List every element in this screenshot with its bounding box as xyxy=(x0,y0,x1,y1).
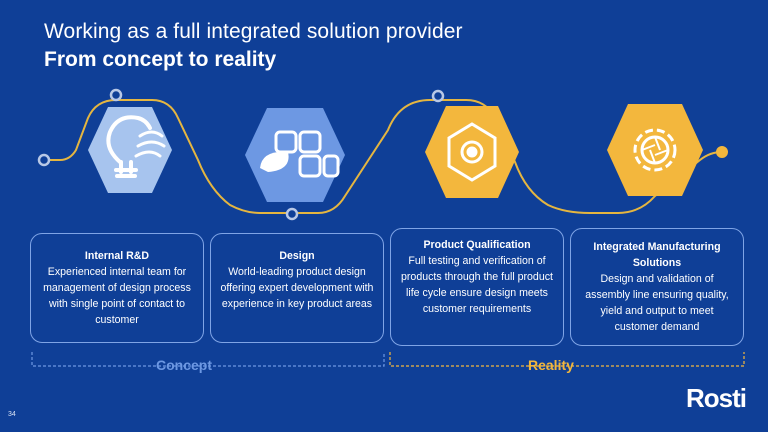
stage-description: World-leading product design offering ex… xyxy=(220,266,374,310)
stage-card-design: Design World-leading product design offe… xyxy=(210,233,384,343)
stage-card-qualification: Product Qualification Full testing and v… xyxy=(390,228,564,346)
reality-bracket xyxy=(389,352,745,367)
stage-heading: Product Qualification xyxy=(423,239,531,251)
concept-bracket xyxy=(31,352,385,367)
stage-heading: Design xyxy=(279,250,315,262)
slide-title: Working as a full integrated solution pr… xyxy=(44,20,463,43)
slide-subtitle: From concept to reality xyxy=(44,48,277,71)
page-number: 34 xyxy=(8,411,16,418)
stage-description: Full testing and verification of product… xyxy=(401,255,553,315)
stage-card-manufacturing: Integrated Manufacturing Solutions Desig… xyxy=(570,228,744,346)
lightbulb-icon xyxy=(106,115,166,178)
stage-hex-qualification xyxy=(425,106,519,198)
path-node-bottom-1 xyxy=(285,207,299,221)
stage-hex-manufacturing xyxy=(607,104,703,196)
stage-description: Design and validation of assembly line e… xyxy=(585,273,729,333)
stage-card-rnd: Internal R&D Experienced internal team f… xyxy=(30,233,204,343)
reality-group-label: Reality xyxy=(528,357,574,373)
path-node-top-2 xyxy=(431,89,445,103)
path-node-start xyxy=(37,153,51,167)
stage-heading: Internal R&D xyxy=(84,250,150,262)
path-node-end xyxy=(716,146,728,158)
path-node-top-1 xyxy=(109,88,123,102)
rosti-logo: Rosti xyxy=(686,383,747,413)
leaf-blocks-icon xyxy=(260,130,340,178)
concept-group-label: Concept xyxy=(156,357,212,373)
stage-description: Experienced internal team for management… xyxy=(43,266,191,326)
gear-aperture-icon xyxy=(633,128,677,172)
stage-hex-design xyxy=(245,108,345,202)
stage-hex-rnd xyxy=(88,107,172,193)
gear-icon xyxy=(447,122,497,182)
stage-heading: Integrated Manufacturing Solutions xyxy=(593,241,721,269)
